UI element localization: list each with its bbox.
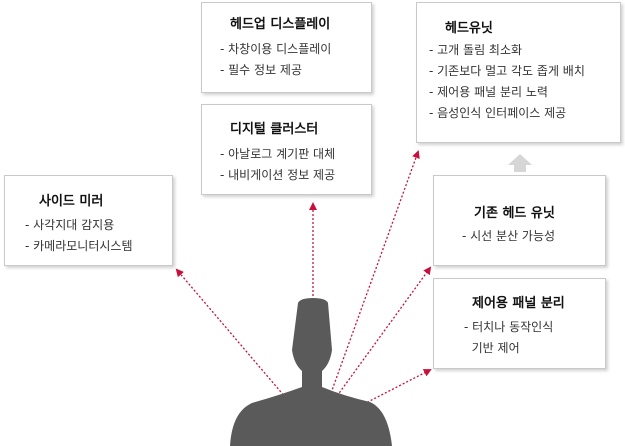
control-panel-box: 제어용 패널 분리 - 터치나 동작인식 기반 제어 xyxy=(433,278,606,369)
side-mirror-box: 사이드 미러 - 사각지대 감지용 - 카메라모니터시스템 xyxy=(4,175,173,266)
hud-box: 헤드업 디스플레이 - 차창이용 디스플레이 - 필수 정보 제공 xyxy=(201,2,372,93)
list-item: - 아날로그 계기판 대체 xyxy=(220,147,336,161)
head-unit-title: 헤드유닛 xyxy=(445,21,493,36)
list-item: - 제어용 패널 분리 노력 xyxy=(429,85,548,99)
hud-title: 헤드업 디스플레이 xyxy=(230,17,331,32)
digital-cluster-box: 디지털 클러스터 - 아날로그 계기판 대체 - 내비게이션 정보 제공 xyxy=(201,104,372,195)
digital-cluster-list: - 아날로그 계기판 대체 - 내비게이션 정보 제공 xyxy=(220,144,335,186)
head-unit-box: 헤드유닛 - 고개 돌림 최소화 - 기존보다 멀고 각도 좁게 배치 - 제어… xyxy=(416,2,621,143)
list-item: - 사각지대 감지용 xyxy=(25,218,115,232)
list-item: - 내비게이션 정보 제공 xyxy=(220,168,336,182)
list-item: - 카메라모니터시스템 xyxy=(25,239,133,253)
list-item: - 차창이용 디스플레이 xyxy=(220,42,332,56)
side-mirror-title: 사이드 미러 xyxy=(39,194,104,209)
arrow-to-existing-head-unit xyxy=(336,266,432,397)
person-silhouette-icon xyxy=(230,298,392,446)
arrow-to-head-unit xyxy=(330,150,420,394)
control-panel-title: 제어용 패널 분리 xyxy=(472,296,565,311)
existing-head-unit-list: - 시선 분산 가능성 xyxy=(462,226,555,247)
list-item: 기반 제어 xyxy=(464,341,520,355)
list-item: - 터치나 동작인식 xyxy=(464,320,554,334)
list-item: - 음성인식 인터페이스 제공 xyxy=(429,106,567,120)
head-unit-list: - 고개 돌림 최소화 - 기존보다 멀고 각도 좁게 배치 - 제어용 패널 … xyxy=(429,40,585,124)
control-panel-list: - 터치나 동작인식 기반 제어 xyxy=(464,317,553,359)
list-item: - 시선 분산 가능성 xyxy=(462,229,556,243)
list-item: - 기존보다 멀고 각도 좁게 배치 xyxy=(429,64,585,78)
arrow-to-side-mirror xyxy=(175,268,287,399)
side-mirror-list: - 사각지대 감지용 - 카메라모니터시스템 xyxy=(25,215,133,257)
hud-list: - 차창이용 디스플레이 - 필수 정보 제공 xyxy=(220,39,331,81)
existing-head-unit-title: 기존 헤드 유닛 xyxy=(474,206,555,221)
list-item: - 필수 정보 제공 xyxy=(220,63,303,77)
arrow-to-control-panel xyxy=(359,369,432,407)
up-arrow-icon xyxy=(508,154,532,172)
digital-cluster-title: 디지털 클러스터 xyxy=(230,122,319,137)
list-item: - 고개 돌림 최소화 xyxy=(429,43,523,57)
existing-head-unit-box: 기존 헤드 유닛 - 시선 분산 가능성 xyxy=(433,175,606,266)
